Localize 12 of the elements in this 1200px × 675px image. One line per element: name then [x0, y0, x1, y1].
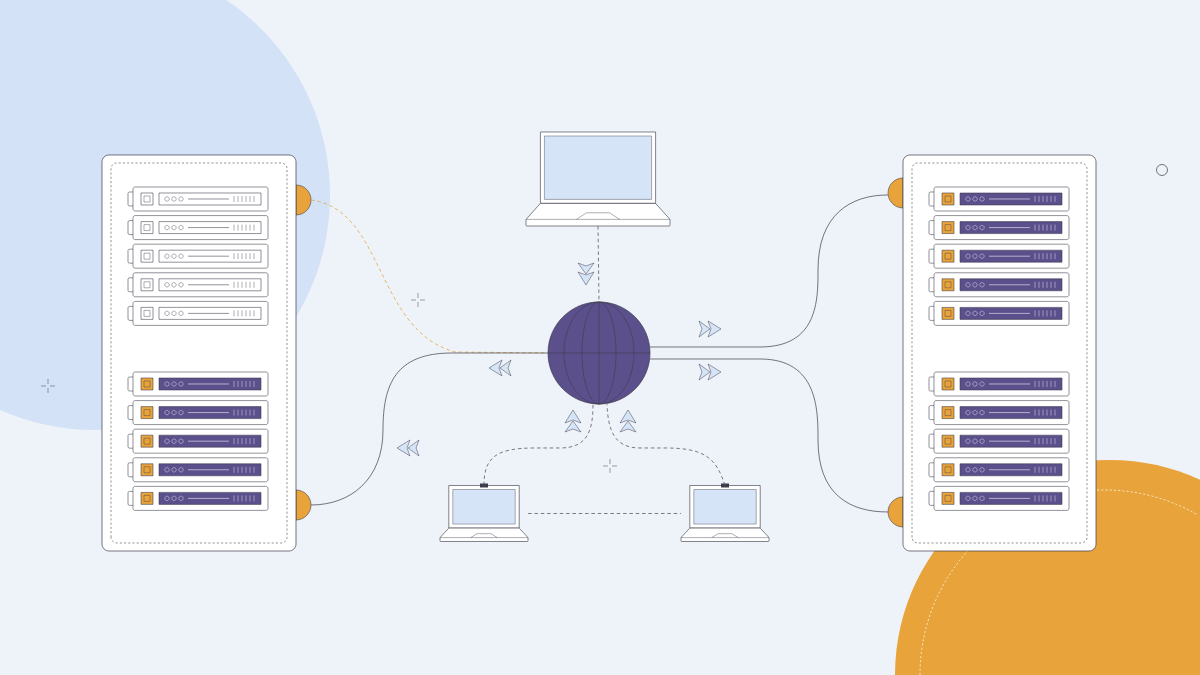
connection-line	[606, 403, 726, 486]
server-rack-drawing	[887, 154, 1097, 552]
laptop-drawing	[439, 483, 529, 542]
laptop-drawing	[680, 483, 770, 542]
connection-line	[649, 194, 889, 348]
connection-line	[649, 358, 889, 513]
laptop-drawing	[525, 131, 671, 227]
connection-line	[483, 403, 594, 486]
server-rack-drawing	[101, 154, 312, 552]
globe-drawing	[547, 301, 651, 405]
connection-line	[597, 225, 600, 303]
connection-line	[310, 352, 549, 506]
